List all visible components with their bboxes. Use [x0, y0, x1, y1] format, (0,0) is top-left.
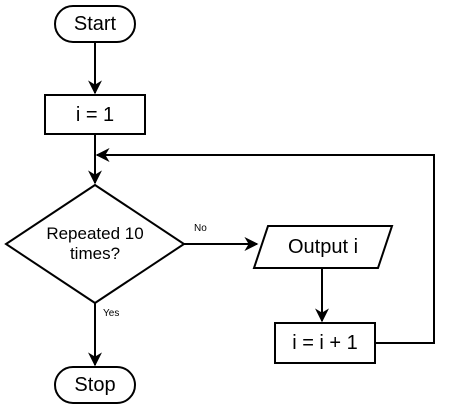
output-parallelogram [252, 225, 394, 269]
decision-label-line1: Repeated 10 [46, 223, 144, 243]
edge-no-label: No [194, 223, 207, 234]
decision-label-line2: times? [69, 244, 121, 263]
start-label: Start [73, 13, 117, 35]
output-label: Output i [287, 236, 359, 258]
init-process-box [44, 94, 146, 135]
edge-yes-label: Yes [103, 308, 120, 319]
init-label: i = 1 [75, 103, 115, 126]
decision-label: Repeated 10 times? [20, 218, 170, 270]
stop-label: Stop [74, 374, 116, 396]
stop-terminal [54, 366, 136, 404]
edge-increment-loop-back [95, 148, 435, 344]
increment-label: i = i + 1 [292, 332, 358, 354]
increment-process-box [274, 322, 376, 364]
